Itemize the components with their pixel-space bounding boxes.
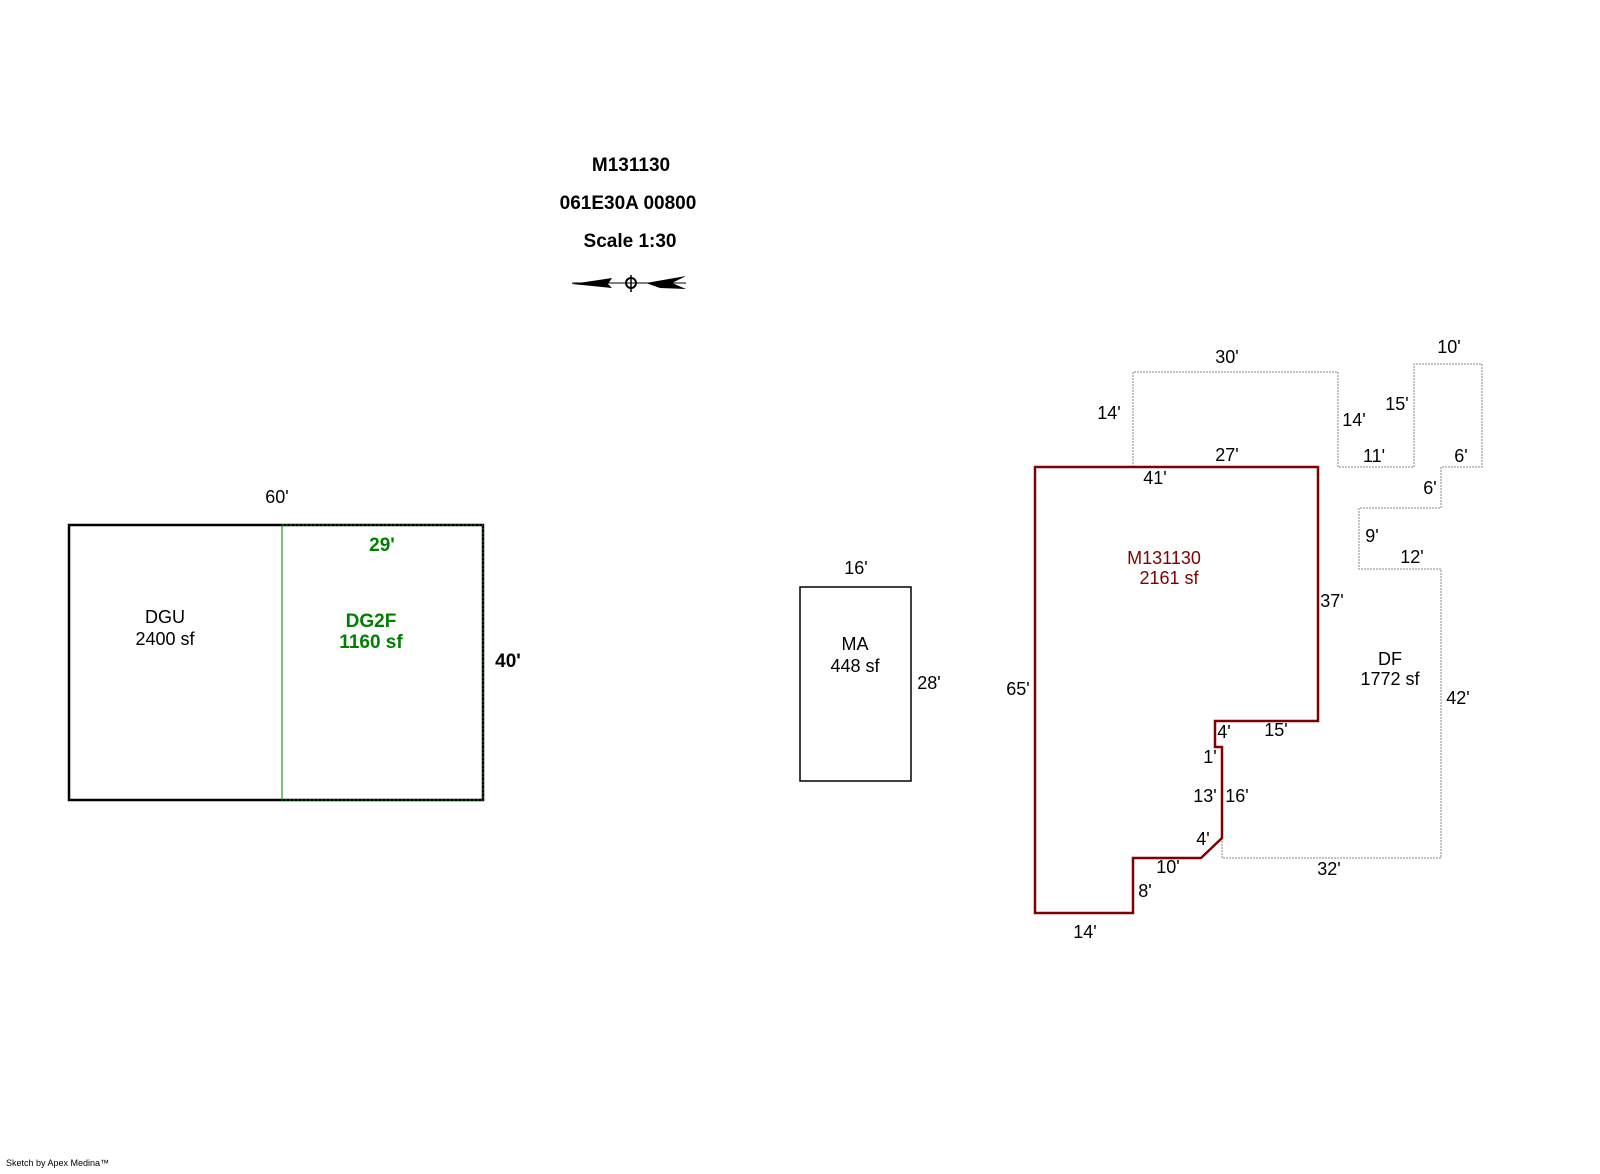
dim-label: 9': [1365, 526, 1378, 546]
df-code: DF: [1378, 649, 1402, 669]
ma-code: MA: [842, 634, 869, 654]
dim-label: 11': [1363, 446, 1385, 466]
ma-area-label: 448 sf: [830, 656, 880, 676]
dim-label: 41': [1143, 468, 1166, 488]
ma-area: 16' MA 448 sf 28': [799, 558, 941, 782]
dim-label: 14': [1073, 922, 1096, 942]
dim-label: 15': [1264, 720, 1287, 740]
dim-label: 6': [1423, 478, 1436, 498]
df-outline: [1132, 363, 1483, 859]
ma-outline: [799, 586, 912, 782]
main-code: M131130: [1127, 548, 1201, 568]
dim-label: 40': [495, 651, 521, 672]
header: M131130 061E30A 00800 Scale 1:30: [560, 155, 697, 292]
dim-label: 60': [265, 487, 288, 507]
dim-label: 30': [1215, 347, 1238, 367]
scale-label: Scale 1:30: [584, 231, 677, 252]
dim-label: 14': [1342, 410, 1365, 430]
df-area: 30' 14' 14' 15' 10' 11' 6' 6' 9' 12' 42'…: [1097, 337, 1483, 879]
dim-label: 4': [1217, 722, 1230, 742]
footer-credit: Sketch by Apex Medina™: [6, 1158, 110, 1168]
dim-label: 42': [1446, 688, 1469, 708]
map-number: 061E30A 00800: [560, 193, 697, 214]
main-area: M131130 2161 sf 27' 41' 37' 65' 4' 15' 1…: [1006, 445, 1343, 942]
dim-label: 14': [1097, 403, 1120, 423]
df-area-label: 1772 sf: [1360, 669, 1420, 689]
compass-icon: [572, 275, 686, 292]
parcel-id: M131130: [592, 155, 670, 176]
dim-label: 10': [1437, 337, 1460, 357]
dim-label: 12': [1400, 547, 1423, 567]
dim-label: 8': [1138, 881, 1151, 901]
main-outline: [1033, 465, 1320, 915]
dg2f-area-label: 1160 sf: [339, 632, 403, 653]
dgu-area-label: 2400 sf: [135, 629, 195, 649]
dim-label: 6': [1454, 446, 1467, 466]
dg2f-outline: [281, 524, 484, 801]
dim-label: 37': [1320, 591, 1343, 611]
dim-label: 16': [844, 558, 867, 578]
dgu-area: 60' DGU 2400 sf 29' DG2F 1160 sf 40': [67, 487, 521, 802]
dim-label: 28': [917, 673, 940, 693]
dim-label: 16': [1225, 786, 1248, 806]
dim-label: 13': [1193, 786, 1216, 806]
dgu-outline: [67, 523, 485, 802]
main-area-label: 2161 sf: [1139, 568, 1199, 588]
dim-label: 32': [1317, 859, 1340, 879]
dim-label: 1': [1203, 747, 1216, 767]
dg2f-code: DG2F: [346, 611, 397, 632]
dim-label: 15': [1385, 394, 1408, 414]
dim-label: 4': [1196, 829, 1209, 849]
dim-label: 27': [1215, 445, 1238, 465]
dim-label: 65': [1006, 679, 1029, 699]
dgu-code: DGU: [145, 607, 185, 627]
dim-label: 10': [1156, 857, 1179, 877]
dim-label: 29': [369, 535, 395, 556]
